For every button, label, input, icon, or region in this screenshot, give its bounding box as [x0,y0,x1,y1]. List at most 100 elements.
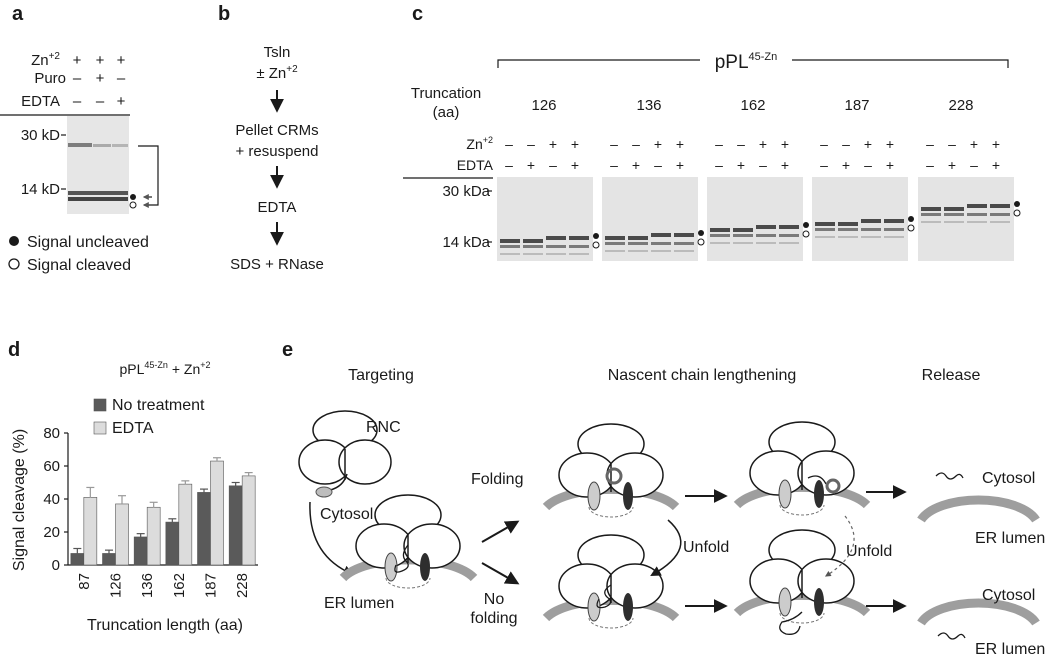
panel-label-b: b [218,3,230,25]
no-folding-label-2: folding [470,610,517,627]
edta-sign: – [864,157,872,173]
x-tick-label: 126 [108,573,125,598]
puro-sign: – [117,70,126,87]
zn-sign: – [715,136,723,152]
bar-no-treatment [133,536,148,566]
band-minor [710,242,730,244]
edta-sign: – [96,93,105,110]
band-uncleaved [921,207,941,211]
zn-sign: – [610,136,618,152]
band-uncleaved [838,222,858,226]
puro-sign: – [73,70,82,87]
edta-sign: + [117,93,126,110]
band-cleaved [628,242,648,245]
band-minor [733,242,753,244]
er-membrane [542,484,680,511]
legend-swatch [93,421,107,435]
construct-bracket [497,59,1009,68]
cytosol-label: Cytosol [320,506,373,523]
unfold-arrow [650,519,682,577]
band-cleaved [674,242,694,245]
edta-sign: + [886,157,894,173]
cleaved-marker [129,201,137,209]
marker-30: 30 kD [21,127,60,144]
cleaved-marker [1013,209,1021,217]
bar-edta [83,497,98,566]
edta-sign: + [992,157,1000,173]
edta-sign: – [505,157,513,173]
band-minor [756,242,776,244]
band-minor [546,253,566,255]
zn-sign: + [759,136,767,152]
x-tick-label: 187 [203,573,220,598]
zn-sign: + [781,136,789,152]
band-minor [838,236,858,238]
truncation-126: 126 [531,97,556,114]
gels-c [497,177,1021,261]
zn-sign: + [970,136,978,152]
band-uncleaved [605,236,625,240]
band-uncleaved [990,204,1010,208]
y-tick-label: 0 [52,557,60,574]
zn-sign: + [549,136,557,152]
band-cleaved [546,245,566,248]
no-folding-arrow [481,562,520,585]
zn-row-label: Zn+2 [466,135,493,152]
er-lumen-label-2: ER lumen [975,530,1045,547]
edta-row-label: EDTA [457,157,494,173]
band-uncleaved [967,204,987,208]
zn-sign: – [505,136,513,152]
zn-sign: – [632,136,640,152]
band-uncleaved [68,191,128,195]
uncleaved-marker [593,233,599,239]
band-minor [605,250,625,252]
zn-sign: – [820,136,828,152]
er-membrane [917,495,1040,523]
y-tick-label: 20 [43,524,60,541]
bar-edta [115,503,129,566]
edta-sign: + [948,157,956,173]
condition-signs: –––++–++–––++–++–––++–++–––++–++–––++–++ [505,136,1000,173]
edta-sign: + [737,157,745,173]
band-minor [651,250,671,252]
truncation-228: 228 [948,97,973,114]
band-minor [861,236,881,238]
marker-30kda: 30 kDa [442,183,490,200]
er-lumen-label-3: ER lumen [975,641,1045,658]
step-resuspend: + resuspend [236,143,319,160]
band-uncleaved [756,225,776,229]
band [68,143,92,147]
construct-label: pPL45-Zn [715,51,778,73]
y-tick-label: 60 [43,458,60,475]
band-uncleaved [569,236,589,240]
row-label-edta: EDTA [21,93,60,110]
truncation-136: 136 [636,97,661,114]
panel-label-d: d [8,339,20,361]
zn-sign: – [948,136,956,152]
zn-sign: + [886,136,894,152]
band-uncleaved [674,233,694,237]
legend-uncleaved: Signal uncleaved [27,234,149,251]
band-cleaved [944,213,964,216]
step-edta: EDTA [258,199,297,216]
bar-edta [146,506,161,566]
folding-label: Folding [471,471,523,488]
panel-label-a: a [12,3,24,25]
uncleaved-marker [1014,201,1020,207]
stage-targeting: Targeting [348,367,414,384]
band-uncleaved [944,207,964,211]
band-minor [569,253,589,255]
band-cleaved [815,228,835,231]
band-cleaved [921,213,941,216]
edta-sign: – [926,157,934,173]
zn-sign: + [73,52,82,69]
band-minor [921,221,941,223]
band-cleaved [523,245,543,248]
edta-sign: + [527,157,535,173]
cleaved-marker [802,230,810,238]
truncation-label: Truncation [411,85,481,102]
legend-label: EDTA [112,420,154,437]
band-uncleaved [710,228,730,232]
zn-sign: – [737,136,745,152]
